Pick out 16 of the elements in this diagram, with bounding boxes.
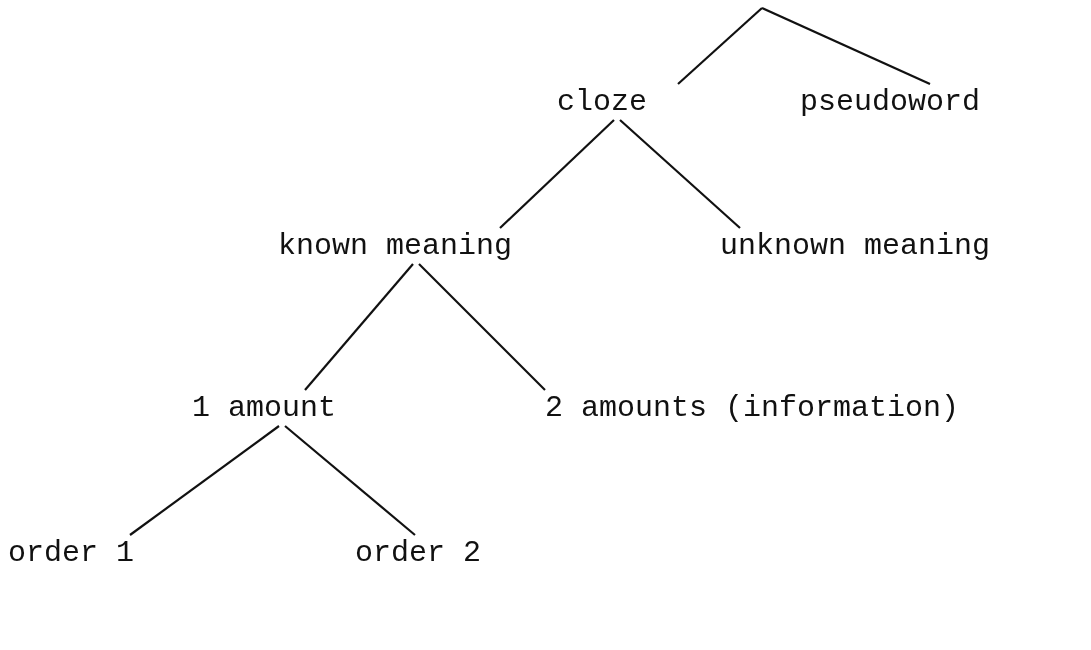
branch-line (304, 263, 414, 391)
tree-node-label: 1 amount (192, 390, 337, 426)
branch-line (418, 263, 546, 391)
tree-node-label: order 2 (355, 535, 482, 571)
branch-line (619, 119, 741, 229)
branch-line (284, 425, 416, 536)
tree-node-label: 2 amounts (information) (545, 390, 960, 426)
tree-node-label: pseudoword (800, 84, 981, 120)
tree-node-label: known meaning (278, 228, 513, 264)
branch-line (677, 7, 763, 85)
tree-node-label: unknown meaning (720, 228, 991, 264)
branch-line (499, 119, 615, 229)
branch-line (761, 7, 931, 85)
tree-node-label: order 1 (8, 535, 135, 571)
tree-node-label: cloze (557, 84, 647, 120)
branch-line (129, 425, 280, 536)
